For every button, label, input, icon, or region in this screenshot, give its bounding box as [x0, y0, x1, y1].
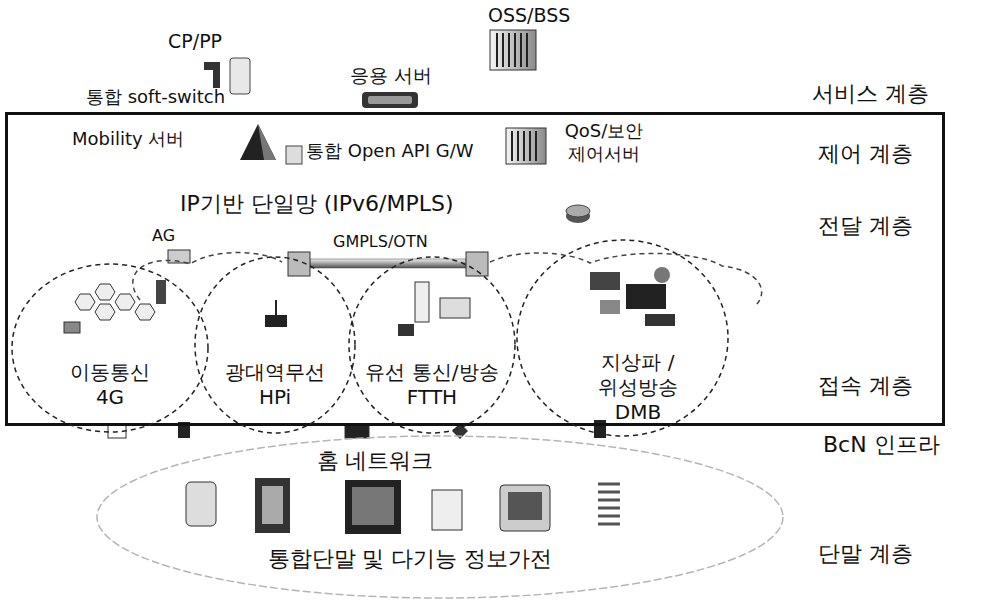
terminal-device: [598, 484, 620, 524]
ellipse-outline: [195, 257, 355, 433]
network-name: 이동통신 4G: [60, 360, 160, 410]
terminal-device: [186, 482, 216, 526]
open-api-gateway: [286, 146, 302, 164]
cp-pp-server: [230, 58, 250, 94]
wired-equipment: [398, 282, 470, 336]
terminal-device: [352, 487, 394, 525]
cp-pp-server: [204, 62, 220, 88]
ellipse-outline: [97, 436, 783, 598]
link-label: GMPLS/OTN: [333, 232, 428, 252]
terminal-device: [508, 492, 542, 520]
network-title: IP기반 단일망 (IPv6/MPLS): [180, 190, 454, 218]
broadcast-equipment: [654, 267, 670, 283]
network-name: 지상파 /위성방송 DMB: [588, 350, 688, 425]
component-label: Mobility 서버: [72, 128, 184, 151]
component-label: OSS/BSS: [488, 4, 570, 28]
application-server: [368, 96, 412, 104]
network-ellipse: 지상파 /위성방송 DMB: [515, 238, 730, 438]
component-label: CP/PP: [168, 30, 222, 54]
layer-label: 접속 계층: [818, 372, 913, 400]
router-symbol: [566, 205, 590, 223]
broadcast-equipment: [645, 314, 675, 326]
network-ellipse: 유선 통신/방송 FTTH: [347, 255, 517, 435]
wired-equipment: [440, 298, 470, 318]
terminal-ellipse: 홈 네트워크통합단말 및 다기능 정보가전: [95, 434, 785, 600]
component-label: 응용 서버: [350, 64, 432, 88]
mobility-server: [240, 124, 276, 160]
application-server: [362, 92, 418, 108]
oss-bss-server: [490, 30, 536, 70]
network-ellipse: 이동통신 4G: [10, 262, 210, 434]
broadcast-equipment: [600, 300, 620, 314]
terminal-device: [262, 486, 283, 524]
mobility-server: [258, 124, 276, 160]
broadcast-equipment: [626, 284, 666, 309]
qos-server: [506, 128, 546, 164]
cellular-cells: [64, 322, 80, 333]
component-label: 통합 soft-switch: [86, 86, 225, 109]
terminal-device: [255, 478, 290, 533]
network-name: 광대역무선 HPi: [217, 360, 333, 410]
oss-bss-server: [497, 33, 527, 67]
wireless-base-station: [265, 300, 287, 327]
home-gateway-device: [108, 420, 606, 439]
oss-bss-server: [490, 30, 536, 70]
qos-server: [506, 128, 546, 164]
component-label: AG: [152, 226, 175, 246]
cellular-cells: [75, 284, 155, 320]
infrastructure-box: BcN 인프라이동통신 4G광대역무선 HPi유선 통신/방송 FTTH지상파 …: [5, 112, 945, 426]
home-gateway-device: [594, 420, 606, 438]
label-layer: OSS/BSS CP/PP 응용 서버서비스 계층 통합 soft-switchMob…: [0, 0, 983, 389]
layer-label: 제어 계층: [818, 140, 913, 168]
ellipse-outline: [349, 257, 515, 433]
application-server: [362, 92, 418, 108]
broadcast-equipment: [590, 272, 620, 290]
wired-equipment: [415, 282, 429, 322]
layer-label: 서비스 계층: [812, 80, 929, 108]
gmpls-otn-link: [288, 252, 488, 276]
gmpls-otn-link: [288, 252, 310, 276]
mobility-server: [240, 124, 276, 160]
terminal-device: [500, 485, 550, 531]
component-label: QoS/보안 제어서버: [556, 120, 652, 165]
infrastructure-label: BcN 인프라: [823, 431, 940, 459]
network-ellipse: 광대역무선 HPi: [193, 255, 357, 435]
cellular-cells: [156, 280, 166, 304]
cellular-cells: [64, 280, 166, 333]
ellipse-outline: [95, 434, 785, 600]
terminal-device: [186, 478, 620, 534]
terminal-device: [432, 490, 462, 530]
wired-equipment: [398, 324, 414, 336]
component-label: 통합 Open API G/W: [306, 140, 474, 163]
terminal-label: 통합단말 및 다기능 정보가전: [230, 545, 590, 573]
gmpls-otn-link: [466, 252, 488, 276]
layer-label: 전달 계층: [818, 212, 913, 240]
network-name: 유선 통신/방송 FTTH: [357, 360, 507, 410]
gmpls-otn-link: [310, 259, 466, 268]
ellipse-outline: [12, 264, 208, 432]
broadcast-equipment: [590, 267, 675, 326]
wireless-base-station: [265, 315, 287, 327]
terminal-label: 홈 네트워크: [300, 447, 450, 475]
ellipse-outline: [517, 240, 728, 436]
open-api-gateway: [286, 146, 302, 164]
qos-server: [512, 131, 536, 161]
layer-label: 단말 계층: [818, 540, 913, 568]
wireless-base-station: [275, 300, 277, 315]
router-symbol: [566, 205, 590, 217]
terminal-device: [345, 480, 401, 534]
home-gateway-device: [345, 424, 369, 438]
